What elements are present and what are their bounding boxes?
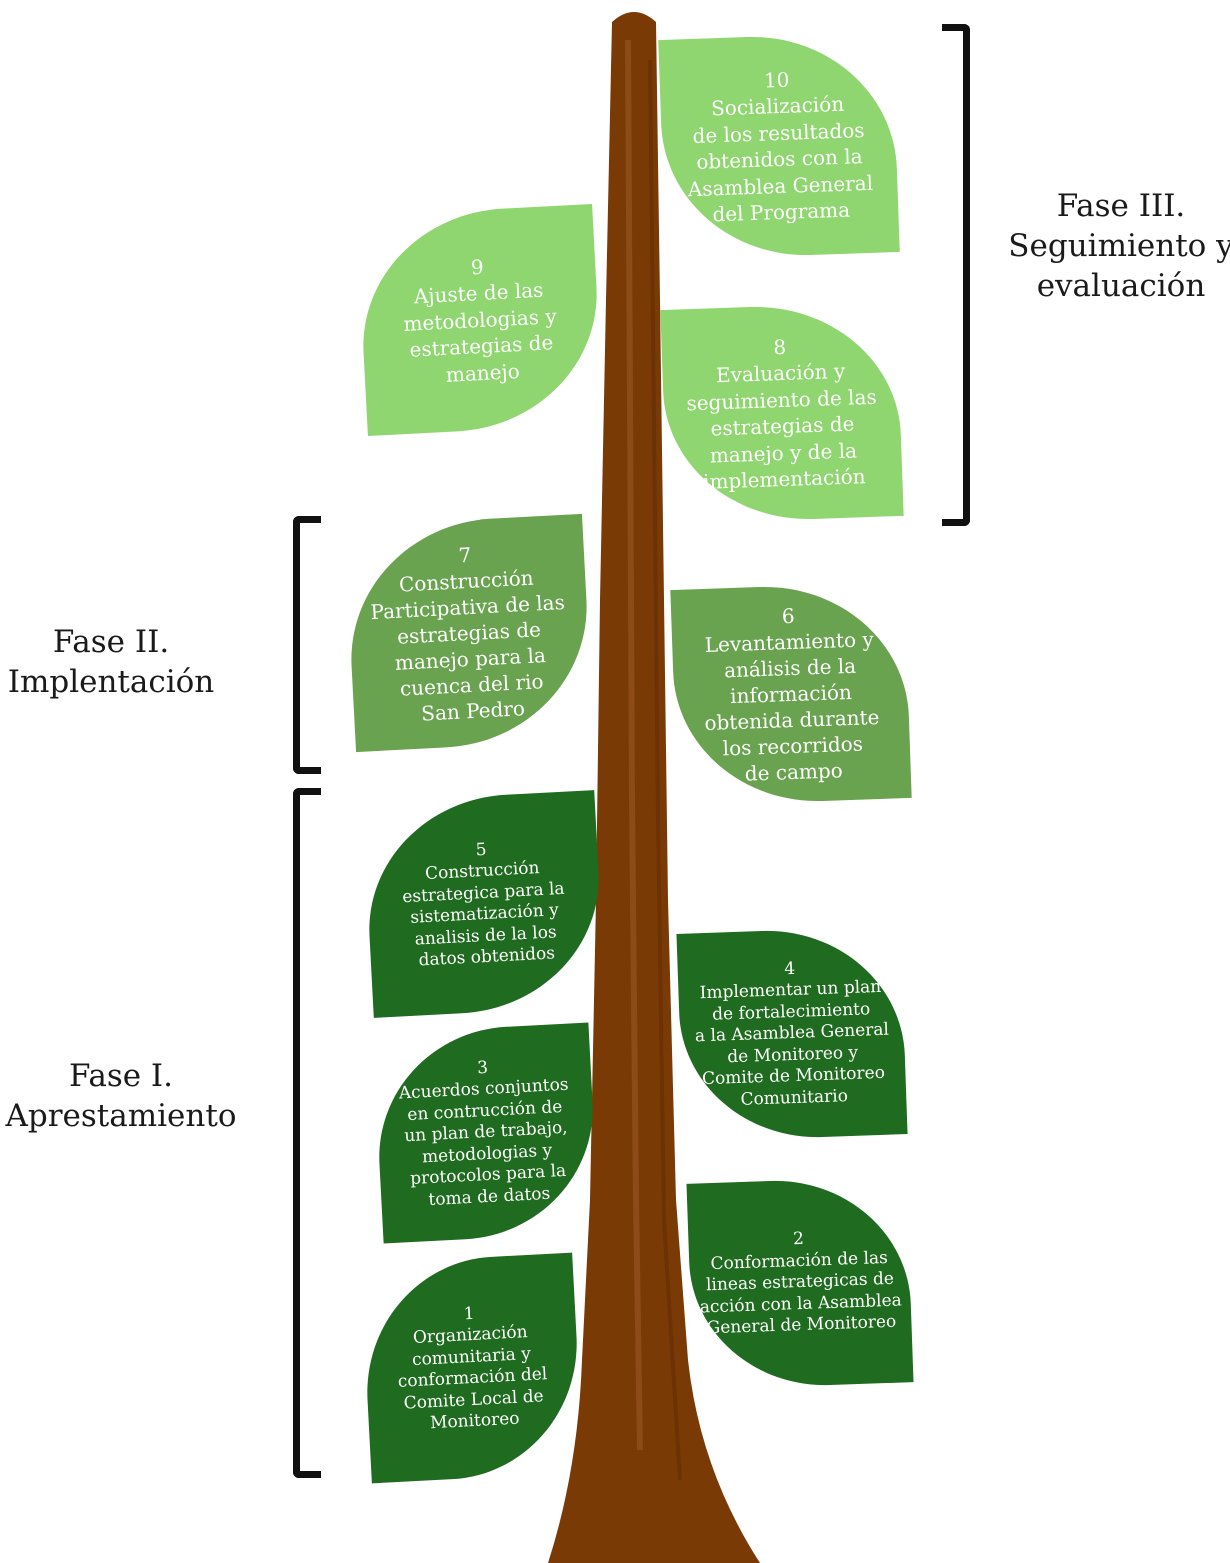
trunk-highlight-2	[648, 59, 682, 1481]
phase1-bracket	[293, 788, 321, 1478]
step-text: Ajuste de las metodologias y estrategias…	[402, 277, 558, 387]
step-text: Conformación de las lineas estrategicas …	[699, 1247, 903, 1339]
step-text: Socialización de los resultados obtenido…	[687, 91, 874, 227]
step-text: Construcción estrategica para la sistema…	[401, 858, 566, 971]
step-number: 8	[772, 334, 787, 359]
step-number: 7	[457, 542, 472, 568]
step-text: Levantamiento y análisis de la informaci…	[704, 627, 880, 786]
step-text: Evaluación y seguimiento de las estrateg…	[686, 358, 878, 494]
phase2-bracket	[293, 516, 321, 774]
step-number: 1	[463, 1303, 476, 1324]
phase3-bracket	[942, 24, 970, 526]
step-number: 9	[470, 254, 485, 280]
step-number: 4	[783, 958, 796, 979]
trunk-body	[548, 12, 760, 1563]
step-text: Implementar un plan de fortalecimiento a…	[694, 977, 890, 1110]
step-number: 2	[792, 1229, 805, 1250]
step-text: Acuerdos conjuntos en contrucción de un …	[398, 1074, 570, 1210]
step-number: 10	[763, 67, 790, 92]
phase3-label: Fase III. Seguimiento y evaluación	[1008, 188, 1230, 304]
step-text: Organización comunitaria y conformación …	[397, 1322, 548, 1434]
phase1-label: Fase I. Aprestamiento	[5, 1058, 237, 1134]
trunk-highlight	[625, 39, 643, 1451]
step-number: 6	[781, 603, 796, 629]
step-number: 3	[476, 1057, 489, 1079]
step-text: Construcción Participativa de las estrat…	[369, 565, 566, 726]
step-number: 5	[475, 839, 488, 860]
phase2-label: Fase II. Implentación	[7, 624, 215, 700]
